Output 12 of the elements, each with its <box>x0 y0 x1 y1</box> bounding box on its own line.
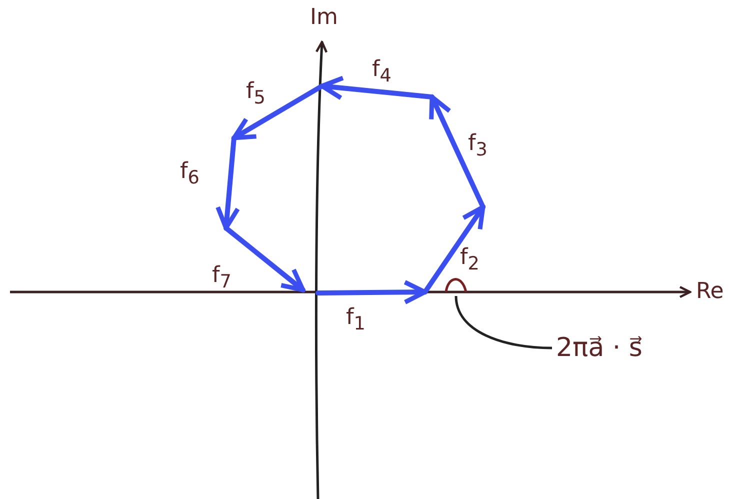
vector-label: f$_{3}$ <box>468 132 488 162</box>
vector-label: f$_{2}$ <box>460 246 480 276</box>
angle-label: 2πa⃗ · s⃗ <box>556 336 642 360</box>
vector-label: f$_{5}$ <box>246 80 266 110</box>
vector-label: f$_{4}$ <box>372 58 392 88</box>
axis-label: Re <box>696 280 724 304</box>
vector-label: f$_{1}$ <box>346 306 366 336</box>
vector-label: f$_{7}$ <box>212 264 232 294</box>
axis-label: Im <box>310 6 338 30</box>
angle-arc <box>444 278 468 292</box>
leader-line <box>454 296 552 350</box>
vector-label: f$_{6}$ <box>180 160 200 190</box>
